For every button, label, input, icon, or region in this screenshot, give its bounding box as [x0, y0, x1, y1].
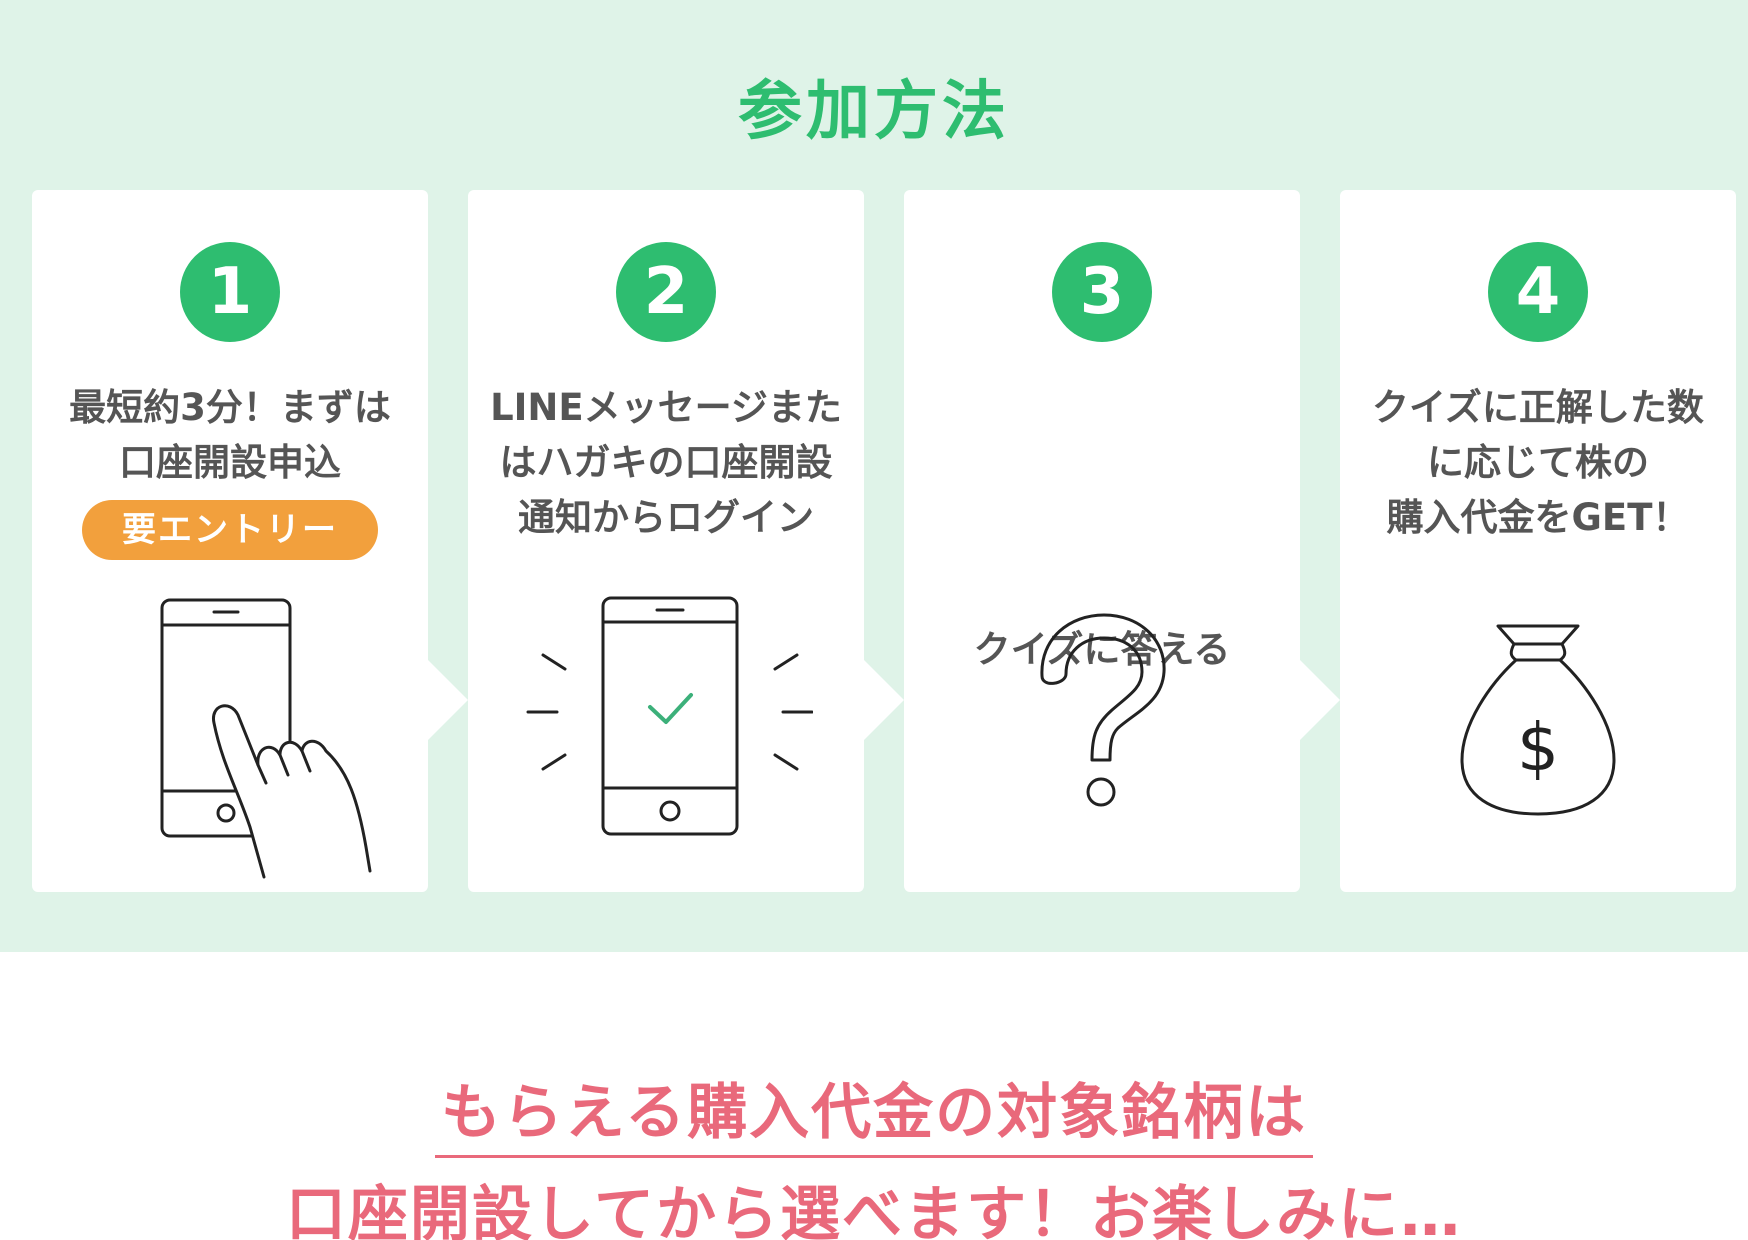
step-text-4: クイズに正解した数 に応じて株の 購入代金をGET！ [1350, 380, 1726, 545]
phone-tap-icon [160, 598, 372, 879]
footer-note-text: もらえる購入代金の対象銘柄は [434, 1064, 1314, 1158]
step-arrow-1 [428, 660, 468, 740]
how-to-participate-section: 参加方法 1 最短約3分！まずは 口座開設申込 要エントリー [0, 0, 1748, 952]
step-text-1: 最短約3分！まずは 口座開設申込 [42, 380, 418, 490]
step-number-4: 4 [1488, 242, 1588, 342]
step-arrow-3 [1300, 660, 1340, 740]
step-text-2: LINEメッセージまた はハガキの口座開設 通知からログイン [478, 380, 854, 545]
entry-required-badge[interactable]: 要エントリー [82, 500, 378, 560]
footer-note-line-1: もらえる購入代金の対象銘柄は [0, 1064, 1748, 1158]
step-text-3: クイズに答える [914, 622, 1290, 677]
step-card-1: 1 最短約3分！まずは 口座開設申込 要エントリー [32, 190, 468, 892]
step-text-line: クイズに正解した数 [1372, 386, 1704, 429]
step-card-2: 2 LINEメッセージまた はハガキの口座開設 通知からログイン [468, 190, 904, 892]
step-text-line: クイズに答える [973, 628, 1231, 671]
step-text-line: LINEメッセージまた [490, 386, 842, 429]
step-text-line: 最短約3分！まずは [69, 386, 391, 429]
svg-text:$: $ [1517, 709, 1559, 786]
footer-note-text: 口座開設してから選べます！お楽しみに… [280, 1166, 1468, 1240]
step-arrow-2 [864, 660, 904, 740]
step-number-1: 1 [180, 242, 280, 342]
step-text-line: 口座開設申込 [119, 441, 341, 484]
money-bag-icon: $ [1460, 624, 1616, 816]
question-mark-icon [1040, 613, 1166, 807]
step-text-line: 購入代金をGET！ [1386, 496, 1690, 539]
phone-check-icon [526, 596, 813, 836]
footer-note-line-2: 口座開設してから選べます！お楽しみに… [0, 1166, 1748, 1240]
step-number-3: 3 [1052, 242, 1152, 342]
step-card-3: 3 クイズに答える [904, 190, 1340, 892]
step-text-line: はハガキの口座開設 [499, 441, 833, 484]
step-number-2: 2 [616, 242, 716, 342]
step-card-4: 4 クイズに正解した数 に応じて株の 購入代金をGET！ $ [1340, 190, 1736, 892]
step-text-line: 通知からログイン [518, 496, 814, 539]
section-title: 参加方法 [738, 75, 1010, 149]
step-text-line: に応じて株の [1427, 441, 1649, 484]
